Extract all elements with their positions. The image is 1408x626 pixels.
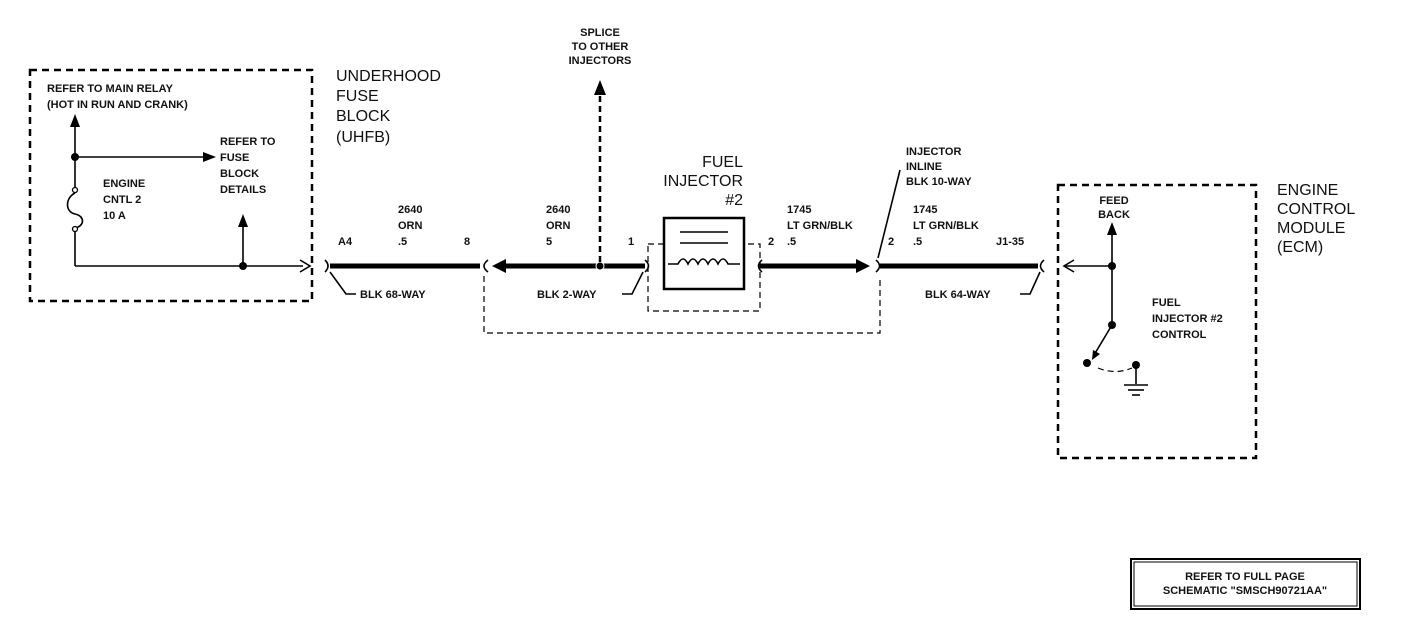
- wire-3-label-3: .5: [787, 236, 796, 248]
- arrow-right-icon: [203, 152, 216, 162]
- wire-1-label-3: .5: [398, 236, 407, 248]
- injector-title-2: INJECTOR: [663, 173, 743, 190]
- main-relay-label: REFER TO MAIN RELAY: [47, 83, 174, 95]
- fuse-details-label-4: DETAILS: [220, 184, 266, 196]
- pin-2b-label: 2: [888, 236, 894, 248]
- wire-4-label-2: LT GRN/BLK: [913, 220, 979, 232]
- fuse-details-label: REFER TO: [220, 136, 276, 148]
- reference-label-2: SCHEMATIC "SMSCH90721AA": [1163, 585, 1327, 597]
- connector-68-label: BLK 68-WAY: [360, 289, 426, 301]
- fuse-icon: [66, 192, 84, 229]
- injector-title: FUEL: [702, 154, 743, 171]
- connector-2-label: BLK 2-WAY: [537, 289, 597, 301]
- switch-blade: [1093, 324, 1113, 356]
- uhfb-title-4: (UHFB): [336, 129, 390, 146]
- control-label-2: INJECTOR #2: [1152, 313, 1223, 325]
- splice-label-2: TO OTHER: [572, 41, 629, 53]
- inline-connector-label: INJECTOR: [906, 146, 961, 158]
- fuse-label: ENGINE: [103, 178, 145, 190]
- uhfb-title: UNDERHOOD: [336, 68, 441, 85]
- arrow-up-icon-4: [1107, 222, 1117, 235]
- wire-2-label-3: 5: [546, 236, 552, 248]
- reference-box: [1130, 558, 1361, 610]
- injector-coil-icon: [668, 258, 740, 266]
- fuse-details-label-3: BLOCK: [220, 168, 259, 180]
- ecm-title-3: MODULE: [1277, 220, 1345, 237]
- wire-1-label: 2640: [398, 204, 422, 216]
- arrow-up-icon-2: [238, 214, 248, 227]
- wire-1-label-2: ORN: [398, 220, 423, 232]
- feedback-label-2: BACK: [1098, 209, 1130, 221]
- connector-64-label: BLK 64-WAY: [925, 289, 991, 301]
- arrow-left-icon: [492, 259, 506, 273]
- pin-2a-label: 2: [768, 236, 774, 248]
- fuse-label-3: 10 A: [103, 210, 126, 222]
- wire-4-label: 1745: [913, 204, 937, 216]
- reference-label: REFER TO FULL PAGE: [1185, 571, 1305, 583]
- ecm-box: [1056, 183, 1258, 460]
- fuse-details-label-2: FUSE: [220, 152, 249, 164]
- inline-connector-label-2: INLINE: [906, 161, 942, 173]
- fuse-label-2: CNTL 2: [103, 194, 141, 206]
- harness-outline: [483, 276, 881, 334]
- injector-body: [662, 216, 746, 291]
- control-label: FUEL: [1152, 297, 1181, 309]
- arrow-up-icon-3: [594, 80, 606, 95]
- uhfb-box: [28, 68, 314, 303]
- wire-3-label-2: LT GRN/BLK: [787, 220, 853, 232]
- control-label-3: CONTROL: [1152, 329, 1207, 341]
- pin-8-label: 8: [464, 236, 470, 248]
- pin-a4-label: A4: [338, 236, 353, 248]
- ecm-title: ENGINE: [1277, 182, 1338, 199]
- uhfb-title-2: FUSE: [336, 88, 379, 105]
- ground-icon: [1124, 384, 1148, 396]
- wire-4-label-3: .5: [913, 236, 922, 248]
- feedback-label: FEED: [1099, 195, 1128, 207]
- pin-1-label: 1: [628, 236, 634, 248]
- wire-2-label: 2640: [546, 204, 570, 216]
- splice-label-3: INJECTORS: [569, 55, 632, 67]
- main-relay-label-2: (HOT IN RUN AND CRANK): [47, 99, 188, 111]
- splice-label: SPLICE: [580, 27, 620, 39]
- wire-2-label-2: ORN: [546, 220, 571, 232]
- injector-title-3: #2: [725, 192, 743, 209]
- ecm-title-4: (ECM): [1277, 239, 1323, 256]
- pin-j1-label: J1-35: [996, 236, 1024, 248]
- inline-connector-label-3: BLK 10-WAY: [906, 176, 972, 188]
- arrow-right-icon-2: [856, 259, 870, 273]
- ecm-title-2: CONTROL: [1277, 201, 1355, 218]
- uhfb-title-3: BLOCK: [336, 108, 391, 125]
- wire-3-label: 1745: [787, 204, 811, 216]
- arrow-up-icon: [70, 114, 80, 127]
